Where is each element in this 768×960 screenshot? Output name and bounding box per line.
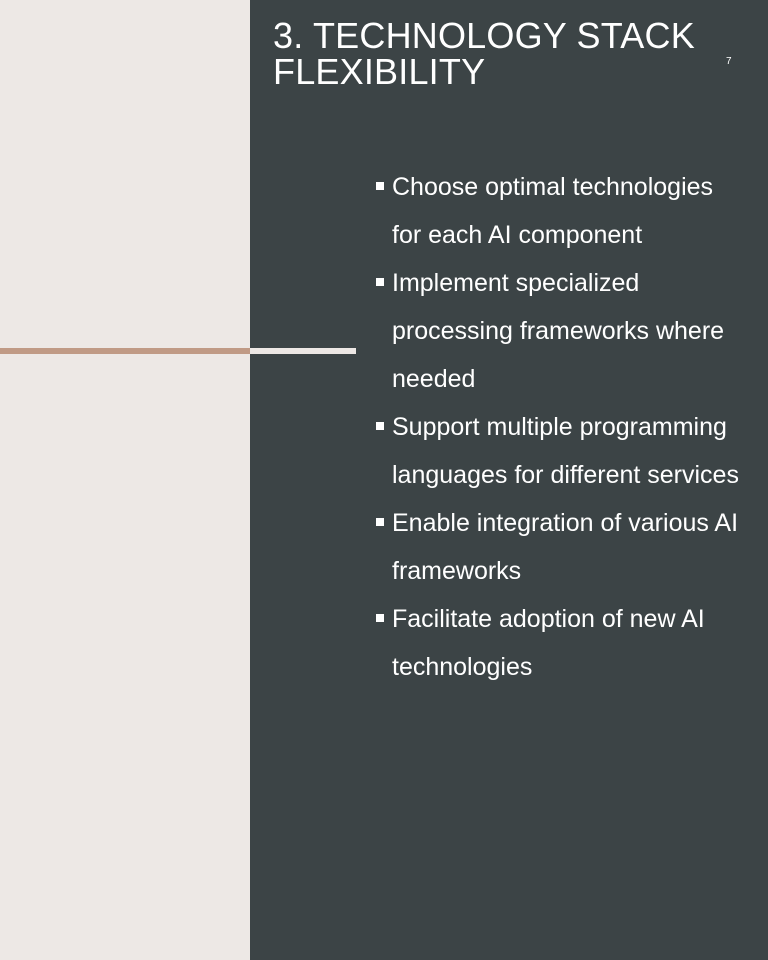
- bullet-item: Choose optimal technologies for each AI …: [375, 163, 745, 259]
- bullet-item: Facilitate adoption of new AI technologi…: [375, 595, 745, 691]
- left-background-panel: [0, 0, 250, 960]
- bullet-text: Enable integration of various AI framewo…: [392, 509, 739, 585]
- square-bullet-icon: [376, 278, 384, 286]
- square-bullet-icon: [376, 614, 384, 622]
- right-content-panel: [250, 0, 768, 960]
- accent-divider-left: [0, 348, 250, 354]
- slide-title: 3. TECHNOLOGY STACK FLEXIBILITY: [273, 15, 695, 92]
- square-bullet-icon: [376, 422, 384, 430]
- page-number: 7: [726, 56, 732, 67]
- bullet-item: Enable integration of various AI framewo…: [375, 499, 745, 595]
- bullet-item: Implement specialized processing framewo…: [375, 259, 745, 403]
- bullet-item: Support multiple programming languages f…: [375, 403, 745, 499]
- bullet-text: Support multiple programming languages f…: [392, 413, 739, 489]
- bullet-text: Implement specialized processing framewo…: [392, 269, 725, 393]
- square-bullet-icon: [376, 518, 384, 526]
- bullet-list: Choose optimal technologies for each AI …: [375, 163, 745, 691]
- square-bullet-icon: [376, 182, 384, 190]
- accent-divider-right: [250, 348, 356, 354]
- bullet-text: Choose optimal technologies for each AI …: [392, 173, 714, 249]
- bullet-text: Facilitate adoption of new AI technologi…: [392, 605, 705, 681]
